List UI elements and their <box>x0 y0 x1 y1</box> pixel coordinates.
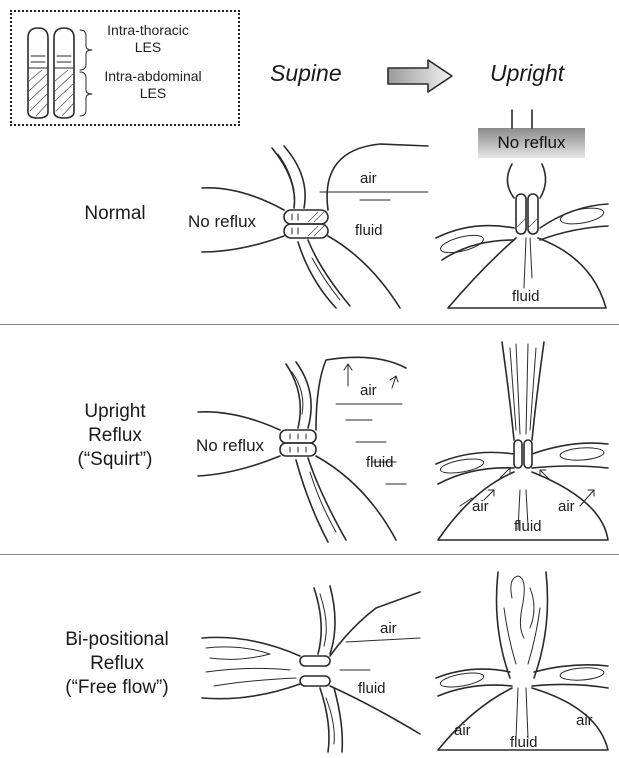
right-arrow-icon <box>386 58 456 94</box>
row-upright-reflux-label: Upright Reflux (“Squirt”) <box>60 400 170 472</box>
intra-thoracic-label: Intra-thoracic LES <box>88 22 208 56</box>
normal-upright-fluid: fluid <box>512 288 540 305</box>
row-divider-1 <box>0 324 619 325</box>
row-upright-reflux-line2: Reflux <box>60 424 170 448</box>
upright-reflux-upright-drawing <box>432 340 612 546</box>
upright-reflux-upright-fluid: fluid <box>514 518 542 535</box>
bipositional-supine-drawing <box>200 584 426 754</box>
intra-thoracic-line2: LES <box>88 39 208 56</box>
intra-abdominal-line1: Intra-abdominal <box>88 68 218 85</box>
bipositional-upright-air-left: air <box>454 722 471 739</box>
normal-supine-fluid: fluid <box>355 222 383 239</box>
normal-supine-no-reflux: No reflux <box>188 212 256 232</box>
normal-supine-air: air <box>360 170 377 187</box>
upright-reflux-supine-fluid: fluid <box>366 454 394 471</box>
row-upright-reflux-line3: (“Squirt”) <box>60 448 170 472</box>
upright-reflux-upright-air-right: air <box>558 498 575 515</box>
normal-upright-drawing <box>432 108 612 318</box>
row-bipositional-line1: Bi-positional <box>42 628 192 652</box>
bipositional-supine-air: air <box>380 620 397 637</box>
intra-abdominal-label: Intra-abdominal LES <box>88 68 218 102</box>
intra-abdominal-line2: LES <box>88 85 218 102</box>
row-bipositional-line3: (“Free flow”) <box>42 676 192 700</box>
upright-reflux-supine-no-reflux: No reflux <box>196 436 264 456</box>
bipositional-upright-air-right: air <box>576 712 593 729</box>
row-divider-2 <box>0 554 619 555</box>
upright-reflux-upright-air-left: air <box>472 498 489 515</box>
row-normal-label: Normal <box>60 202 170 226</box>
upright-header: Upright <box>490 60 564 87</box>
upright-reflux-supine-air: air <box>360 382 377 399</box>
row-bipositional-line2: Reflux <box>42 652 192 676</box>
row-upright-reflux-line1: Upright <box>60 400 170 424</box>
intra-thoracic-line1: Intra-thoracic <box>88 22 208 39</box>
supine-header: Supine <box>270 60 342 87</box>
bipositional-supine-fluid: fluid <box>358 680 386 697</box>
row-bipositional-reflux-label: Bi-positional Reflux (“Free flow”) <box>42 628 192 700</box>
row-normal-label-line: Normal <box>60 202 170 226</box>
bipositional-upright-fluid: fluid <box>510 734 538 751</box>
